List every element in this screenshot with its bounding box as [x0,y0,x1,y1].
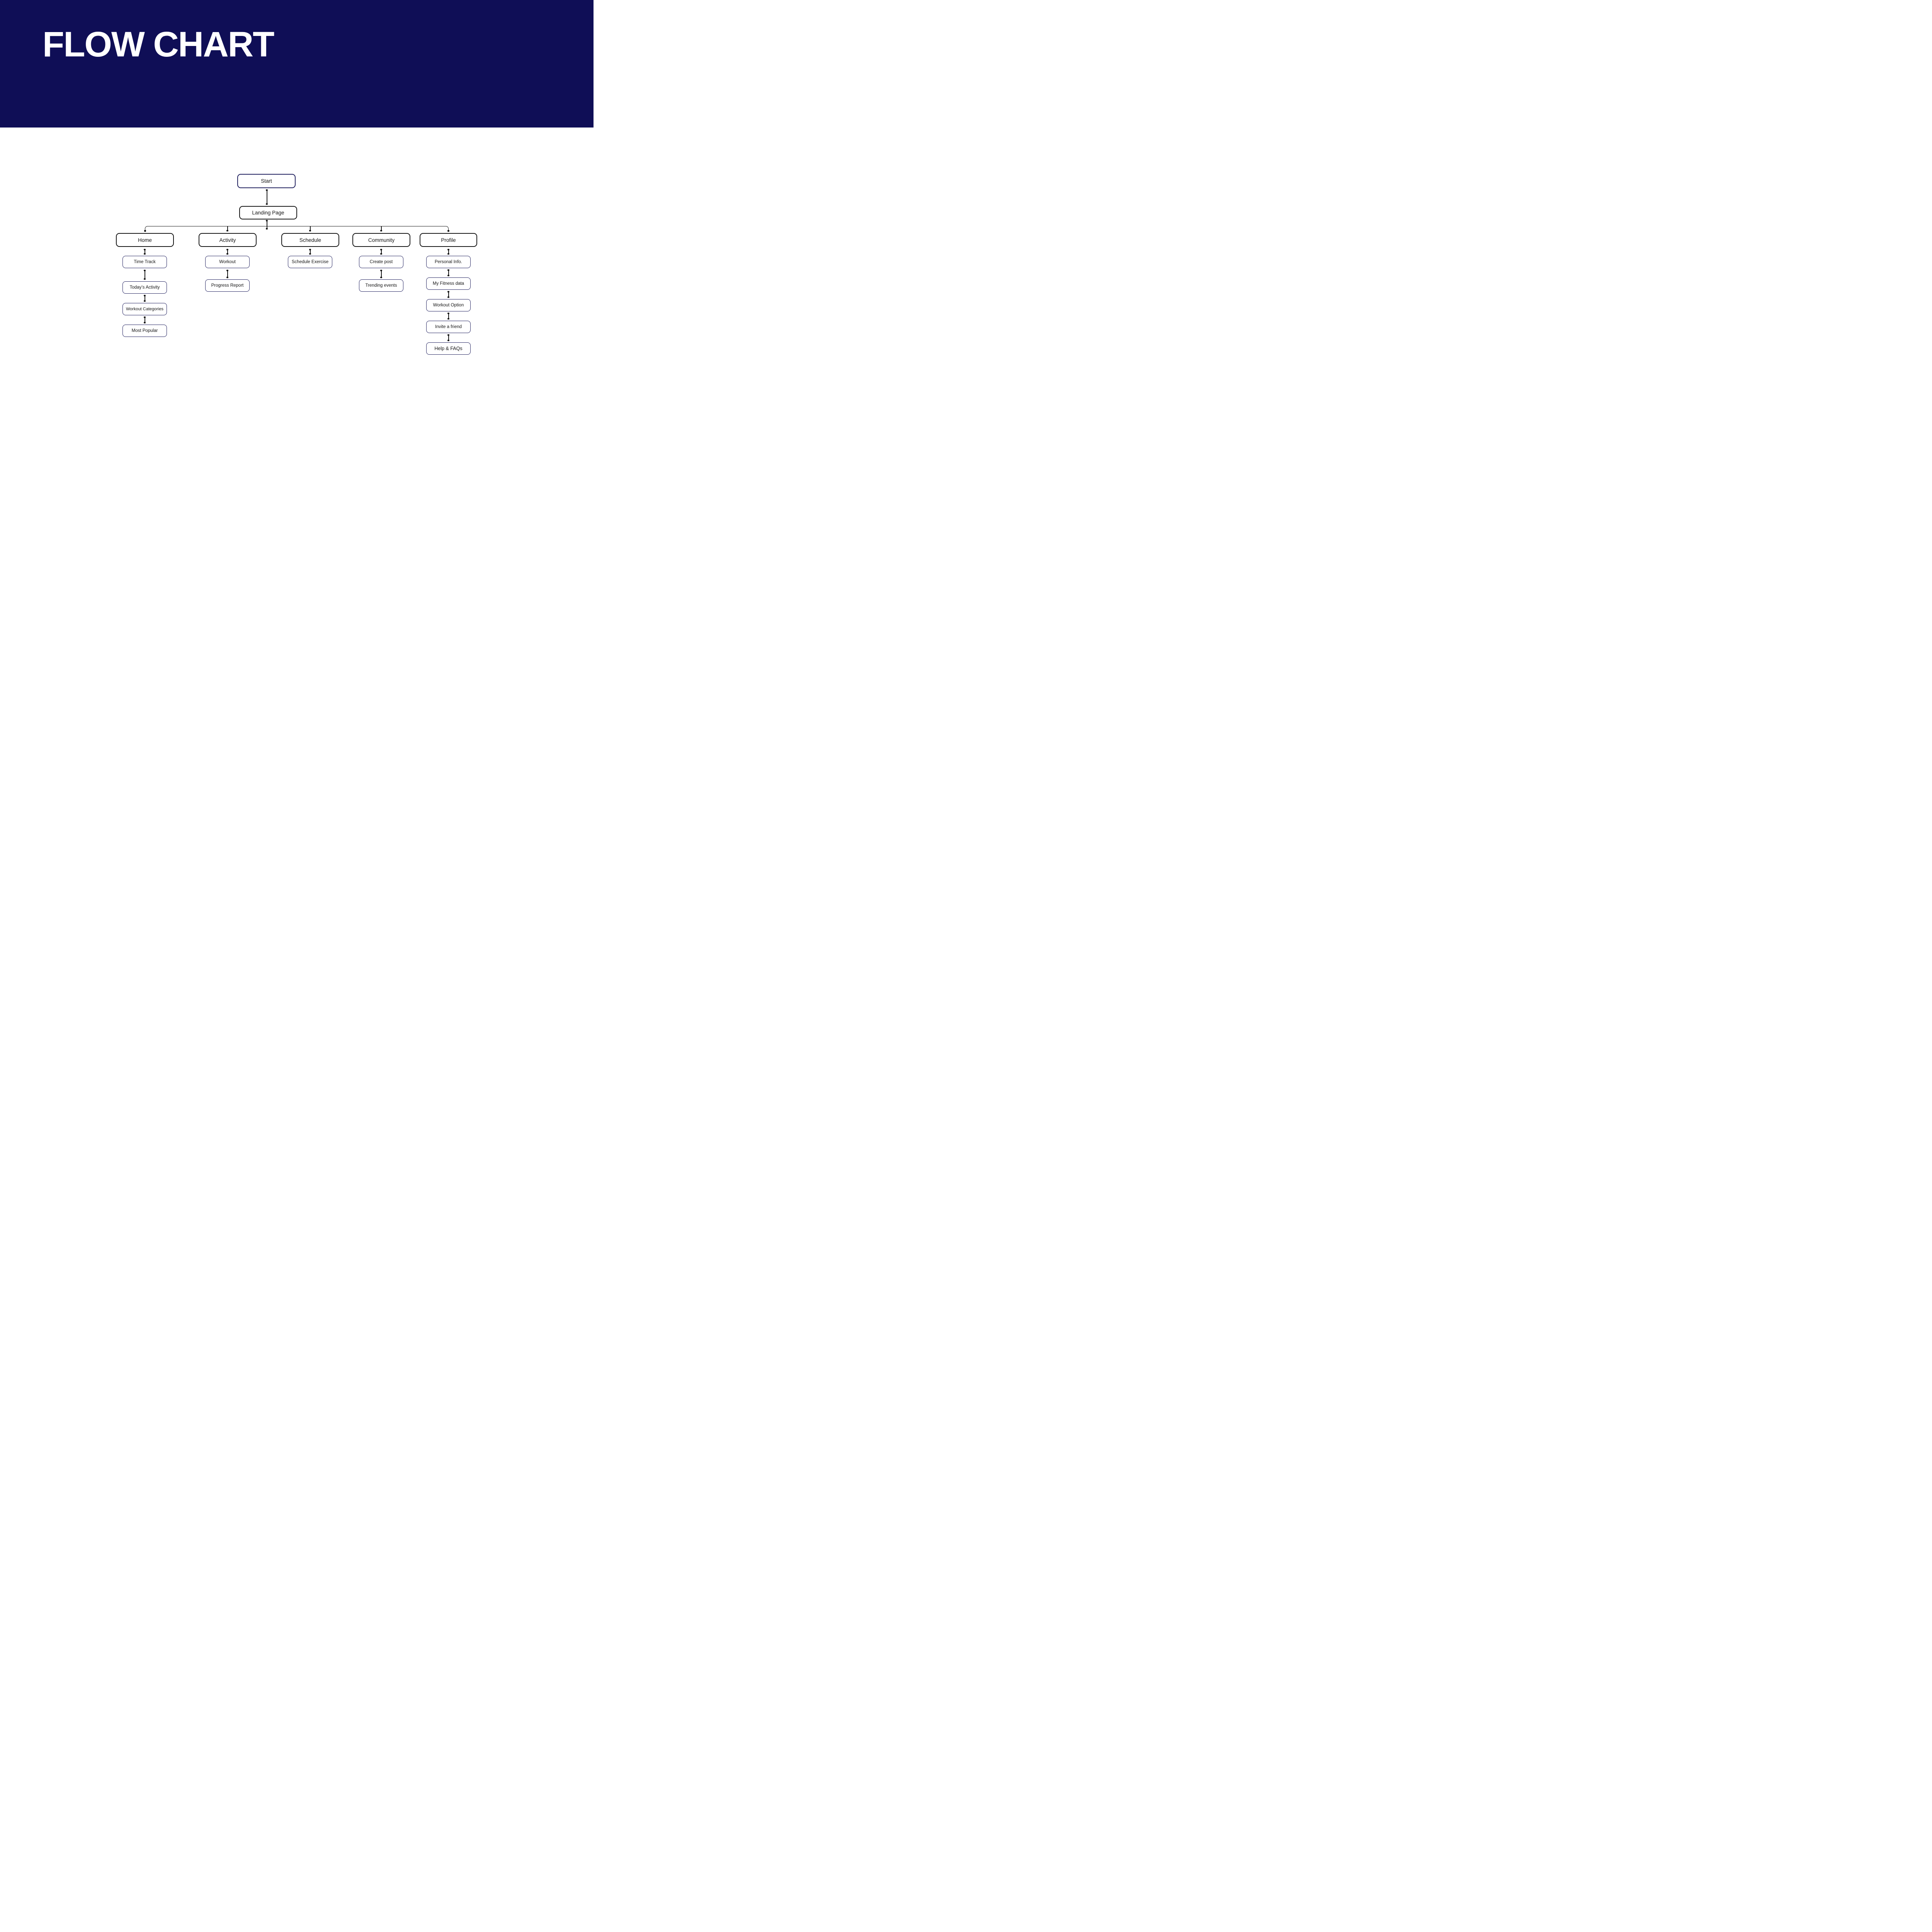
connector-activity-workout [226,248,228,255]
connector-stub-schedule [309,226,311,232]
node-schedule-exercise: Schedule Exercise [288,256,332,268]
connector-workoutoption-inviteafriend [447,312,449,320]
connector-workout-progressreport [226,269,228,279]
node-personal-info: Personal Info. [426,256,471,268]
node-most-popular: Most Popular [122,325,167,337]
node-community: Community [352,233,410,247]
node-profile: Profile [420,233,477,247]
node-invite-a-friend: Invite a friend [426,321,471,333]
connector-personalinfo-myfitnessdata [447,269,449,277]
node-time-track: Time Track [122,256,167,268]
node-workout: Workout [205,256,250,268]
node-home: Home [116,233,174,247]
node-landing-page: Landing Page [239,206,297,219]
node-workout-option: Workout Option [426,299,471,311]
node-workout-categories: Workout Categories [122,303,167,315]
connector-schedule-exercise [309,248,311,255]
flow-chart-page: FLOW CHART Start Landing Page Home Activ… [0,0,594,435]
connector-dot-home [144,230,146,232]
connector-dot-profile [447,230,449,232]
connector-stub-community [380,226,382,232]
node-todays-activity: Today’s Activity [122,281,167,294]
node-my-fitness-data: My Fitness data [426,277,471,290]
node-create-post: Create post [359,256,403,268]
distribution-line [145,226,449,231]
connector-stub-activity [226,226,228,232]
connector-inviteafriend-helpfaqs [447,334,449,342]
node-trending-events: Trending events [359,279,403,292]
node-schedule: Schedule [281,233,339,247]
node-activity: Activity [199,233,257,247]
connector-profile-personalinfo [447,248,449,255]
connector-createpost-trendingevents [380,269,382,279]
node-start: Start [237,174,296,188]
page-title: FLOW CHART [43,25,274,64]
connector-myfitnessdata-workoutoption [447,291,449,298]
node-progress-report: Progress Report [205,279,250,292]
header-band: FLOW CHART [0,0,594,128]
node-help-faqs: Help & FAQs [426,342,471,355]
connector-community-createpost [380,248,382,255]
